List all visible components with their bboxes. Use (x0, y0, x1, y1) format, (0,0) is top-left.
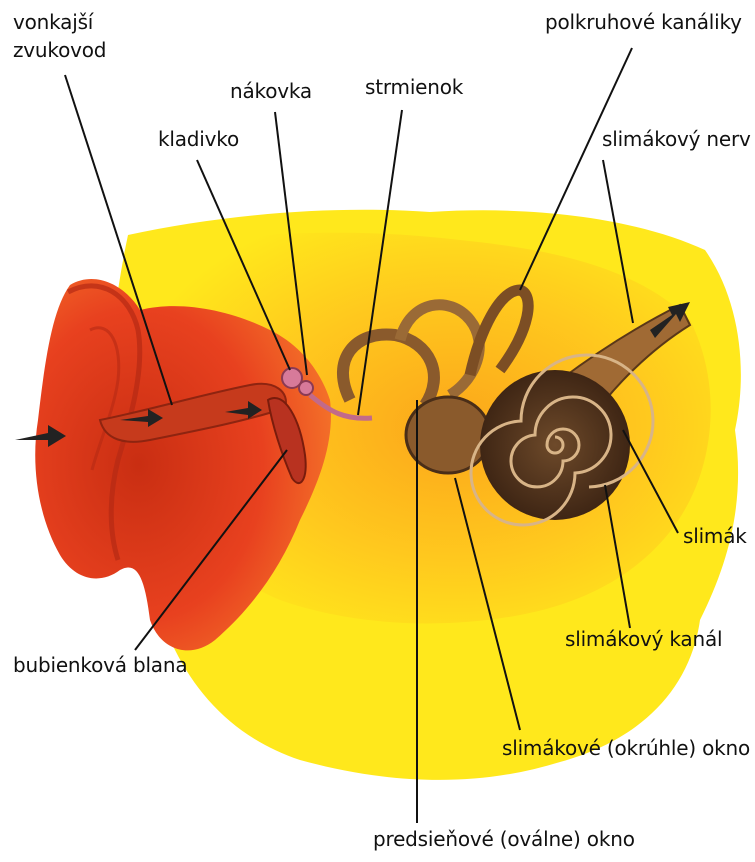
label-kladivko: kladivko (158, 125, 239, 153)
label-slimak: slimák (683, 522, 747, 550)
label-slimakovy-kanal: slimákový kanál (565, 625, 722, 653)
label-polkruhove-kanaliky: polkruhové kanáliky (545, 8, 742, 36)
ossicle-anvil (299, 381, 313, 395)
vestibule (406, 397, 490, 473)
label-vonkajsi-zvukovod: vonkajší zvukovod (13, 8, 106, 64)
label-slimakovy-nerv: slimákový nerv (602, 125, 751, 153)
label-bubienkova-blana: bubienková blana (13, 651, 187, 679)
label-vonkajsi-line1: vonkajší (13, 8, 106, 36)
label-predsienove-ovalne-okno: predsieňové (oválne) okno (373, 825, 635, 853)
label-vonkajsi-line2: zvukovod (13, 36, 106, 64)
label-nakovka: nákovka (230, 77, 312, 105)
label-slimakove-okruhle-okno: slimákové (okrúhle) okno (502, 734, 750, 762)
label-strmienok: strmienok (365, 73, 463, 101)
